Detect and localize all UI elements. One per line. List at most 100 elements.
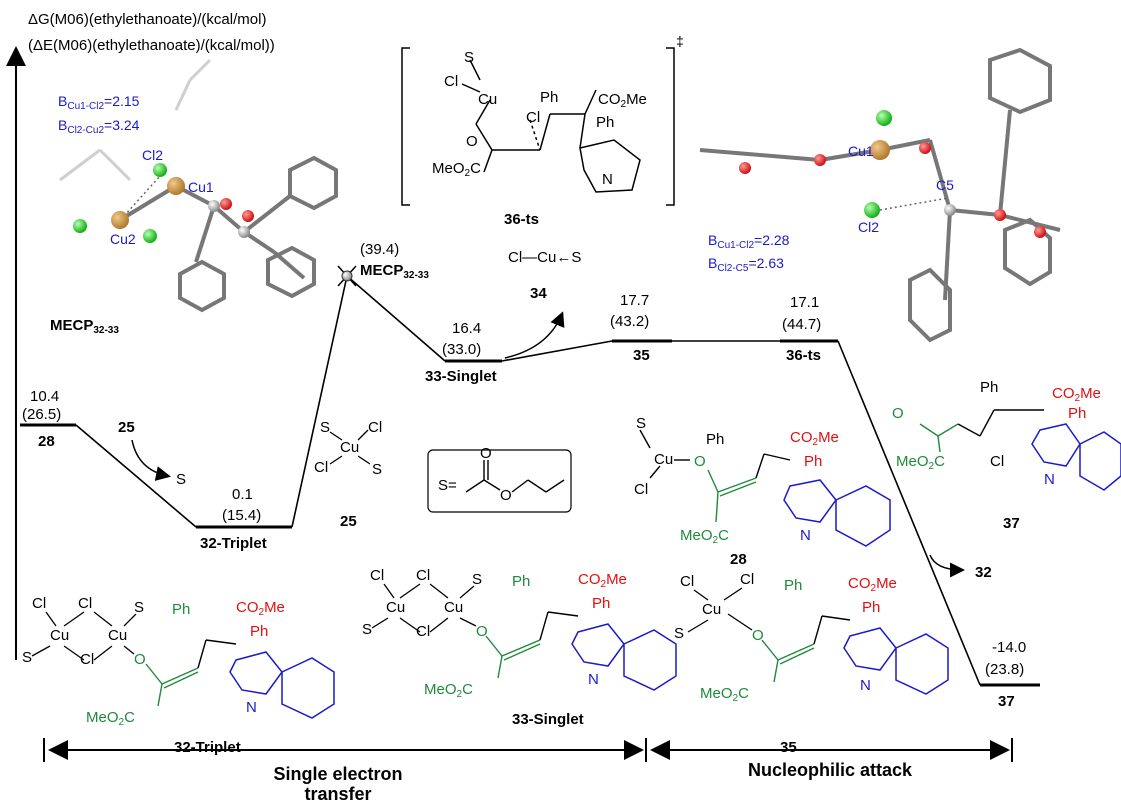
svg-text:Cl: Cl: [314, 459, 328, 476]
svg-text:MeO2C: MeO2C: [424, 681, 473, 700]
ts36-3d-structure: Cu1 Cl2 C5 BCu1-Cl2=2.28 BCl2-C5=2.63: [699, 47, 1061, 343]
axis-title-line1: ΔG(M06)(ethylethanoate)/(kcal/mol): [28, 11, 266, 28]
svg-text:Cl: Cl: [526, 109, 540, 126]
arrow-34-out: [504, 311, 565, 359]
svg-text:O: O: [466, 133, 478, 150]
s32-caption: 32-Triplet: [174, 739, 241, 756]
s33-caption: 33-Singlet: [512, 711, 584, 728]
svg-text:O: O: [694, 453, 706, 470]
s32-structure: Cl Cl S Cu Cu S Cl O Ph CO2Me Ph MeO2C N…: [22, 595, 335, 756]
svg-text:Ph: Ph: [1068, 405, 1086, 422]
svg-text:Ph: Ph: [784, 577, 802, 594]
svg-text:MeO2C: MeO2C: [896, 453, 945, 472]
svg-text:Ph: Ph: [592, 595, 610, 612]
energy-profile-path: [20, 275, 1040, 687]
arrow-25-label: 25: [118, 419, 135, 436]
l28-name: 28: [38, 433, 55, 450]
arrow-34-label: 34: [530, 285, 547, 302]
svg-text:Ph: Ph: [540, 89, 558, 106]
ts36-2d-structure: [401, 47, 675, 206]
svg-text:Ph: Ph: [980, 379, 998, 396]
l32-de: (15.4): [222, 507, 261, 524]
mecp-bond1: BCu1-Cl2=2.15: [58, 93, 140, 112]
svg-text:Cu: Cu: [478, 91, 497, 108]
phase-nuc: Nucleophilic attack: [748, 760, 913, 780]
svg-text:N: N: [860, 677, 871, 694]
svg-text:N: N: [588, 671, 599, 688]
ts-atom-cu1: Cu1: [848, 143, 874, 159]
svg-text:Cl: Cl: [416, 567, 430, 584]
svg-text:Cl: Cl: [78, 595, 92, 612]
svg-text:O: O: [480, 445, 492, 462]
svg-text:Cl: Cl: [740, 571, 754, 588]
s37-structure: O MeO2C Cl Ph CO2Me Ph N 37: [892, 379, 1121, 532]
svg-text:S: S: [464, 49, 474, 66]
svg-text:Cl: Cl: [444, 73, 458, 90]
svg-text:Cu: Cu: [50, 627, 69, 644]
svg-text:CO2Me: CO2Me: [1052, 385, 1101, 404]
svg-text:Cu: Cu: [444, 599, 463, 616]
svg-text:S: S: [472, 571, 482, 588]
svg-text:Ph: Ph: [804, 453, 822, 470]
l28-de: (26.5): [22, 406, 61, 423]
svg-text:Cl: Cl: [80, 651, 94, 668]
arrow-32-out: [929, 554, 965, 578]
svg-text:Cu: Cu: [702, 601, 721, 618]
s35-caption: 35: [780, 739, 797, 756]
svg-text:Cl: Cl: [370, 567, 384, 584]
phase-set-line1: Single electron: [273, 764, 402, 784]
l36-de: (44.7): [782, 316, 821, 333]
svg-text:Cl: Cl: [990, 453, 1004, 470]
svg-text:S: S: [362, 621, 372, 638]
l32-dg: 0.1: [232, 486, 253, 503]
l32-name: 32-Triplet: [200, 535, 267, 552]
ts-atom-c5: C5: [936, 177, 954, 193]
ts36-2d-labels: Cl S Cu Cl Ph CO2Me Ph O MeO2C N ‡ 36-ts: [432, 33, 684, 228]
l36-dg: 17.1: [790, 294, 819, 311]
mecp-3d-structure: BCu1-Cl2=2.15 BCl2-Cu2=3.24 Cl2 Cu1 Cu2 …: [50, 58, 338, 336]
svg-text:Cl: Cl: [680, 573, 694, 590]
s33-structure: Cl Cl S Cu Cu S Cl O Ph CO2Me Ph MeO2C N…: [362, 567, 677, 728]
svg-text:Cu: Cu: [386, 599, 405, 616]
phase-set-line2: transfer: [304, 784, 371, 803]
svg-text:CO2Me: CO2Me: [236, 599, 285, 618]
svg-text:N: N: [800, 527, 811, 544]
svg-text:CO2Me: CO2Me: [578, 571, 627, 590]
s28-caption: 28: [730, 551, 747, 568]
ts36-dagger: ‡: [676, 33, 684, 49]
svg-text:S: S: [636, 415, 646, 432]
s35-structure: Cl Cl Cu S O Ph CO2Me Ph MeO2C N 35: [674, 571, 949, 756]
svg-text:S: S: [372, 461, 382, 478]
svg-text:O: O: [500, 487, 512, 504]
svg-text:Cl: Cl: [634, 481, 648, 498]
svg-text:Ph: Ph: [596, 114, 614, 131]
l35-dg: 17.7: [620, 292, 649, 309]
l36-name: 36-ts: [786, 347, 821, 364]
svg-text:S: S: [674, 625, 684, 642]
svg-text:CO2Me: CO2Me: [848, 575, 897, 594]
l37-de: (23.8): [985, 661, 1024, 678]
svg-text:N: N: [246, 699, 257, 716]
phase-arrows: [43, 738, 1013, 762]
svg-text:MeO2C: MeO2C: [680, 527, 729, 546]
mecp-caption: MECP32-33: [50, 317, 119, 336]
s25-caption: 25: [340, 513, 357, 530]
l28-dg: 10.4: [30, 388, 59, 405]
svg-text:CO2Me: CO2Me: [790, 429, 839, 448]
mecp-atom-cu1: Cu1: [188, 179, 214, 195]
l33-dg: 16.4: [452, 320, 481, 337]
svg-text:N: N: [1044, 471, 1055, 488]
svg-text:MeO2C: MeO2C: [432, 160, 481, 179]
s-definition-box: S= O O: [427, 445, 572, 513]
ts-bond2: BCl2-C5=2.63: [708, 255, 784, 274]
svg-text:O: O: [134, 651, 146, 668]
svg-text:Cl: Cl: [32, 595, 46, 612]
svg-text:Cl: Cl: [368, 419, 382, 436]
s-def-label: S=: [438, 477, 457, 494]
svg-text:Ph: Ph: [172, 601, 190, 618]
svg-text:S: S: [134, 599, 144, 616]
svg-text:O: O: [752, 627, 764, 644]
svg-text:S: S: [320, 419, 330, 436]
